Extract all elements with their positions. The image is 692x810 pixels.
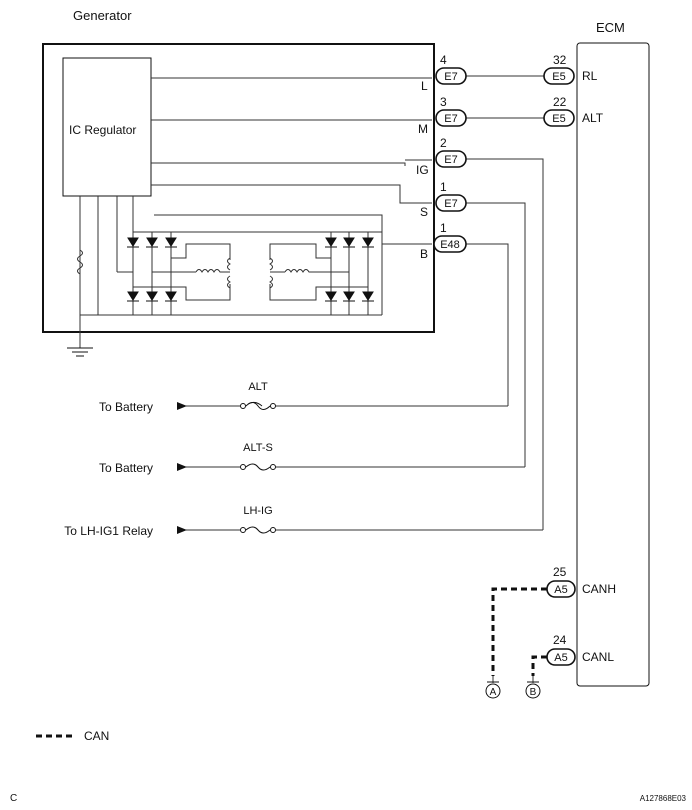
fuse-label-lh-ig: LH-IG [243, 505, 272, 517]
ecm-pin-alt: 22 [553, 95, 567, 109]
connector-e7-s: E7 [435, 194, 467, 212]
connector-e7-m: E7 [435, 109, 467, 127]
svg-text:E7: E7 [444, 71, 457, 83]
rectifier-diodes [127, 237, 374, 302]
gen-term-s: S [420, 205, 428, 219]
gen-term-ig: IG [416, 163, 429, 177]
ecm-pin-canl: 24 [553, 633, 567, 647]
gen-pin-l: 4 [440, 53, 447, 67]
generator-housing [42, 43, 435, 333]
diode-icon [362, 237, 374, 248]
gen-term-m: M [418, 122, 428, 136]
ecm-box [576, 42, 650, 687]
fuse-label-alt-s: ALT-S [243, 442, 273, 454]
svg-text:A5: A5 [554, 584, 567, 596]
fuse-label-alt: ALT [248, 381, 268, 393]
generator-internal-wiring [67, 77, 432, 357]
fuse-alt-icon [240, 401, 276, 410]
connector-a5-canl: A5 [546, 648, 576, 666]
figure-id-label: A127868E03 [640, 794, 687, 803]
connector-e48-b: E48 [433, 235, 467, 253]
diode-icon [343, 237, 355, 248]
svg-text:E48: E48 [440, 239, 460, 251]
svg-text:E5: E5 [552, 113, 565, 125]
diode-icon [127, 291, 139, 302]
destination-alt: To Battery [99, 400, 153, 414]
ecm-term-rl: RL [582, 69, 598, 83]
external-wiring [177, 75, 547, 683]
legend-can-label: CAN [84, 729, 109, 743]
connector-e5-alt: E5 [543, 109, 575, 127]
svg-text:E7: E7 [444, 154, 457, 166]
gen-term-b: B [420, 247, 428, 261]
gen-pin-b: 1 [440, 221, 447, 235]
diode-icon [165, 291, 177, 302]
diode-icon [127, 237, 139, 248]
ic-regulator-box [62, 57, 152, 197]
gen-pin-m: 3 [440, 95, 447, 109]
connector-a5-canh: A5 [546, 580, 576, 598]
gen-pin-s: 1 [440, 180, 447, 194]
diode-icon [325, 237, 337, 248]
ecm-term-alt: ALT [582, 111, 604, 125]
ecm-term-canh: CANH [582, 582, 616, 596]
off-page-connector-a: A [485, 681, 501, 699]
destination-alt-s: To Battery [99, 461, 153, 475]
ecm-pin-rl: 32 [553, 53, 567, 67]
diode-icon [343, 291, 355, 302]
fuse-alt-s-icon [240, 463, 276, 471]
svg-text:E7: E7 [444, 198, 457, 210]
svg-text:A: A [490, 687, 497, 698]
diode-icon [146, 291, 158, 302]
diode-icon [165, 237, 177, 248]
connector-e7-ig: E7 [435, 150, 467, 168]
destination-lh-ig: To LH-IG1 Relay [64, 524, 153, 538]
svg-text:A5: A5 [554, 652, 567, 664]
ecm-term-canl: CANL [582, 650, 614, 664]
diode-icon [362, 291, 374, 302]
gen-term-l: L [421, 79, 428, 93]
gen-pin-ig: 2 [440, 136, 447, 150]
connector-e7-l: E7 [435, 67, 467, 85]
off-page-connector-b: B [525, 681, 541, 699]
svg-text:E5: E5 [552, 71, 565, 83]
ecm-label: ECM [596, 20, 625, 35]
diode-icon [325, 291, 337, 302]
fuse-lh-ig-icon [240, 526, 276, 534]
legend-can: CAN [36, 729, 109, 743]
generator-label: Generator [73, 8, 132, 23]
svg-text:B: B [530, 687, 537, 698]
ic-regulator-label: IC Regulator [69, 123, 136, 137]
ecm-pin-canh: 25 [553, 565, 567, 579]
svg-text:E7: E7 [444, 113, 457, 125]
corner-c-label: C [10, 793, 17, 804]
diode-icon [146, 237, 158, 248]
connector-e5-rl: E5 [543, 67, 575, 85]
